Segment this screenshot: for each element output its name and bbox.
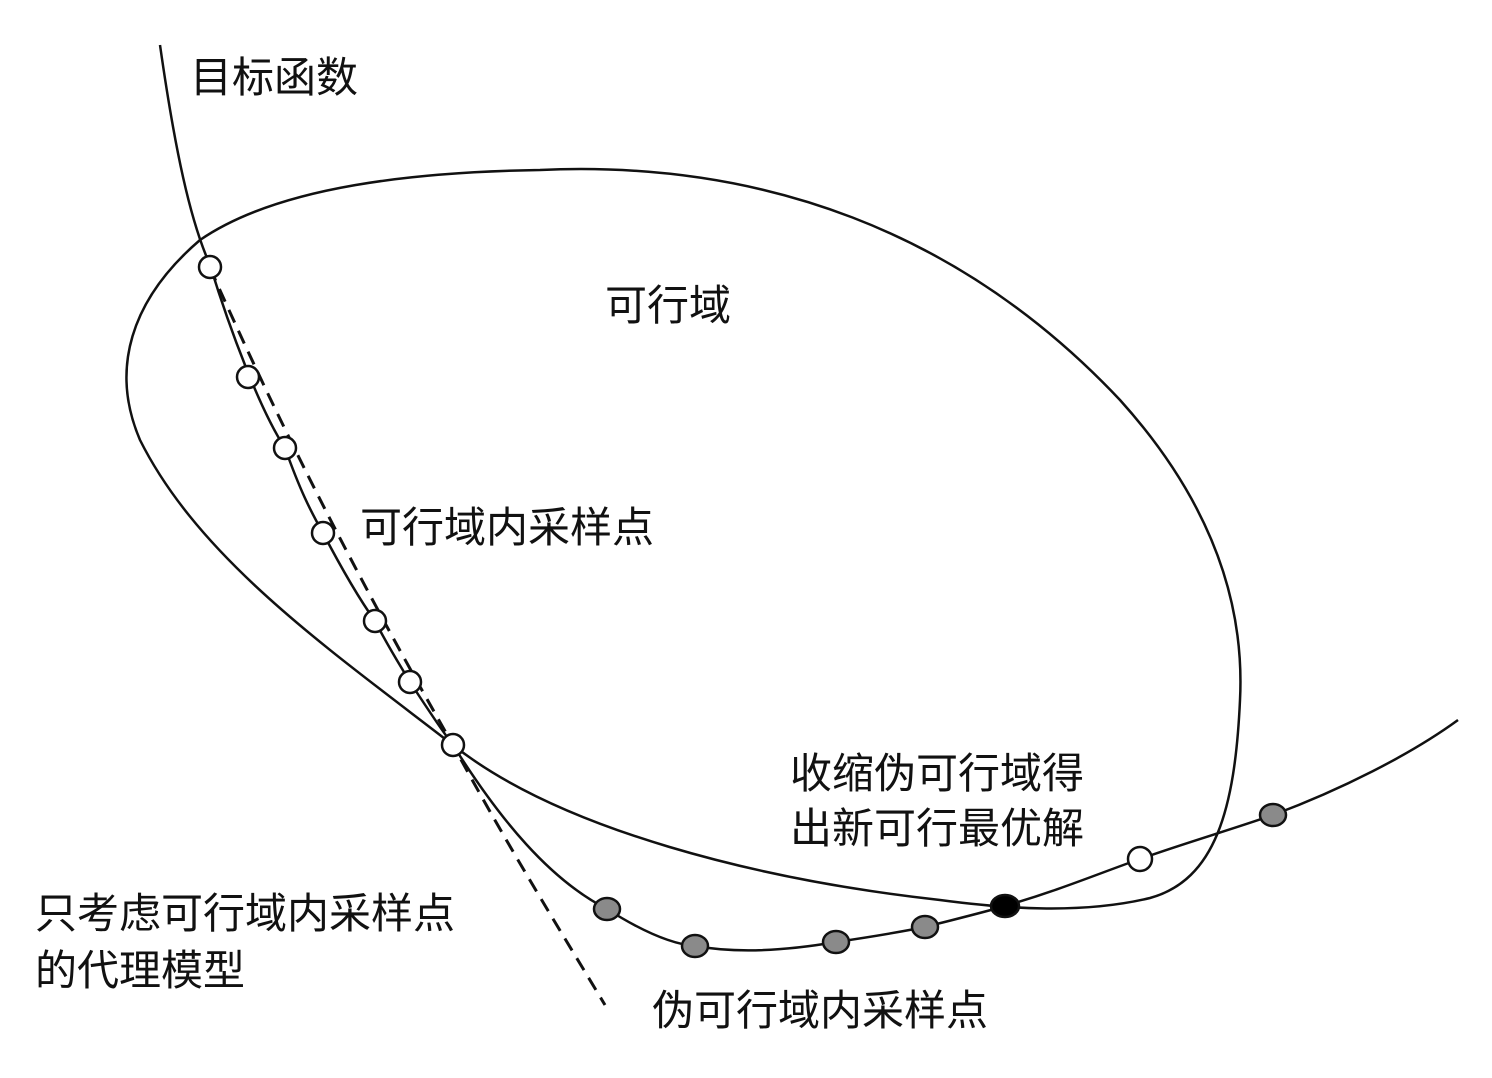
pseudo-sample-points (592, 802, 1288, 959)
feasible-sample-points (197, 254, 1154, 873)
pseudo-sample-point (821, 929, 851, 955)
feasible-sample-point (1126, 845, 1154, 873)
feasible-sample-point (397, 669, 423, 695)
pseudo-sample-point (592, 896, 622, 922)
feasible-sample-point (440, 732, 466, 758)
shrink-label-line2: 出新可行最优解 (790, 804, 1084, 853)
feasible-sample-point (272, 435, 298, 461)
feasible-samples-label: 可行域内采样点 (360, 503, 654, 552)
feasible-region-boundary (125, 167, 1242, 910)
surrogate-label-line2: 的代理模型 (35, 946, 245, 995)
objective-function-label: 目标函数 (190, 53, 358, 102)
shrink-label-line1: 收缩伪可行域得 (790, 749, 1084, 798)
pseudo-sample-point (680, 933, 710, 959)
pseudo-sample-point (1258, 802, 1288, 828)
feasible-sample-point (197, 254, 223, 280)
new-feasible-optimum-point (989, 893, 1021, 919)
pseudo-samples-label: 伪可行域内采样点 (652, 986, 988, 1035)
feasible-sample-point (310, 520, 336, 546)
feasible-sample-point (235, 364, 261, 390)
pseudo-sample-point (910, 914, 940, 940)
feasible-sample-point (362, 608, 388, 634)
feasible-region-label: 可行域 (605, 281, 731, 330)
surrogate-label-line1: 只考虑可行域内采样点 (35, 889, 455, 938)
